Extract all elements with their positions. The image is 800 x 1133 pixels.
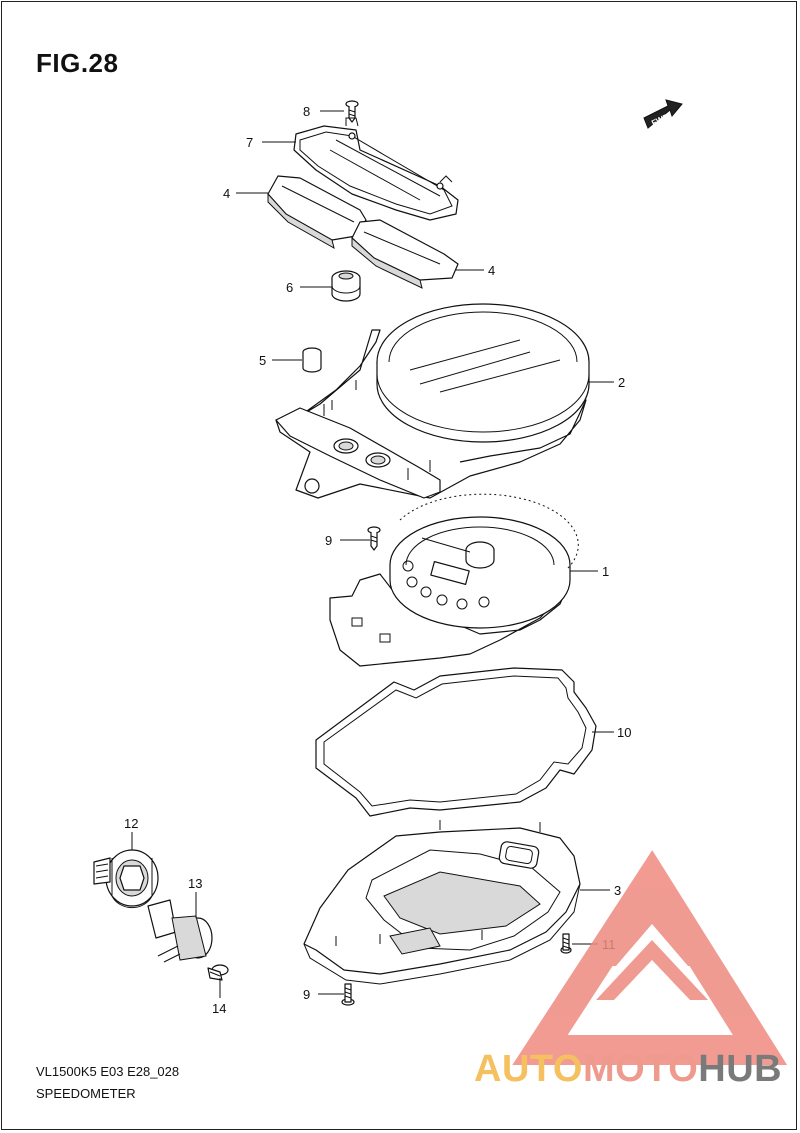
part-14-screw — [207, 964, 229, 981]
part-12-bulb-socket — [93, 849, 159, 909]
callout-6: 6 — [286, 280, 293, 295]
watermark-brand-text: AUTOMOTOHUB — [474, 1048, 782, 1091]
part-6-grommet — [331, 270, 361, 302]
callout-4-left: 4 — [223, 186, 230, 201]
brand-part-moto: MOTO — [582, 1048, 699, 1090]
callout-1: 1 — [602, 564, 609, 579]
callout-8: 8 — [303, 104, 310, 119]
footer-part-name: SPEEDOMETER — [36, 1086, 136, 1101]
part-9-screw-lower — [341, 983, 355, 1006]
part-5-spacer — [302, 347, 322, 373]
callout-9-upper: 9 — [325, 533, 332, 548]
figure-title: FIG.28 — [36, 48, 119, 78]
part-13-bulb — [147, 899, 213, 963]
part-11-screw — [560, 933, 572, 954]
callout-13: 13 — [188, 876, 202, 891]
callout-7: 7 — [246, 135, 253, 150]
part-3-lower-cover — [303, 820, 581, 985]
part-4-cushion-left — [267, 175, 367, 250]
brand-part-auto: AUTO — [474, 1048, 583, 1090]
part-4-cushion-right — [351, 219, 459, 289]
footer-model-code: VL1500K5 E03 E28_028 — [36, 1064, 180, 1079]
callout-2: 2 — [618, 375, 625, 390]
leader-lines — [131, 110, 614, 998]
part-10-gasket — [315, 667, 597, 817]
part-2-meter-case — [275, 303, 590, 499]
callout-4-right: 4 — [488, 263, 495, 278]
callout-10: 10 — [617, 725, 631, 740]
part-7-indicator-lens — [293, 117, 459, 221]
callout-5: 5 — [259, 353, 266, 368]
part-9-screw-upper — [367, 526, 381, 551]
callout-3: 3 — [614, 883, 621, 898]
fwd-arrow-icon: FWD — [643, 99, 683, 129]
callout-9-lower: 9 — [303, 987, 310, 1002]
part-1-speedometer-assembly — [329, 493, 579, 667]
callout-12: 12 — [124, 816, 138, 831]
callout-14: 14 — [212, 1001, 226, 1016]
brand-part-hub: HUB — [698, 1048, 783, 1090]
watermark-triangle-logo — [512, 850, 788, 1065]
